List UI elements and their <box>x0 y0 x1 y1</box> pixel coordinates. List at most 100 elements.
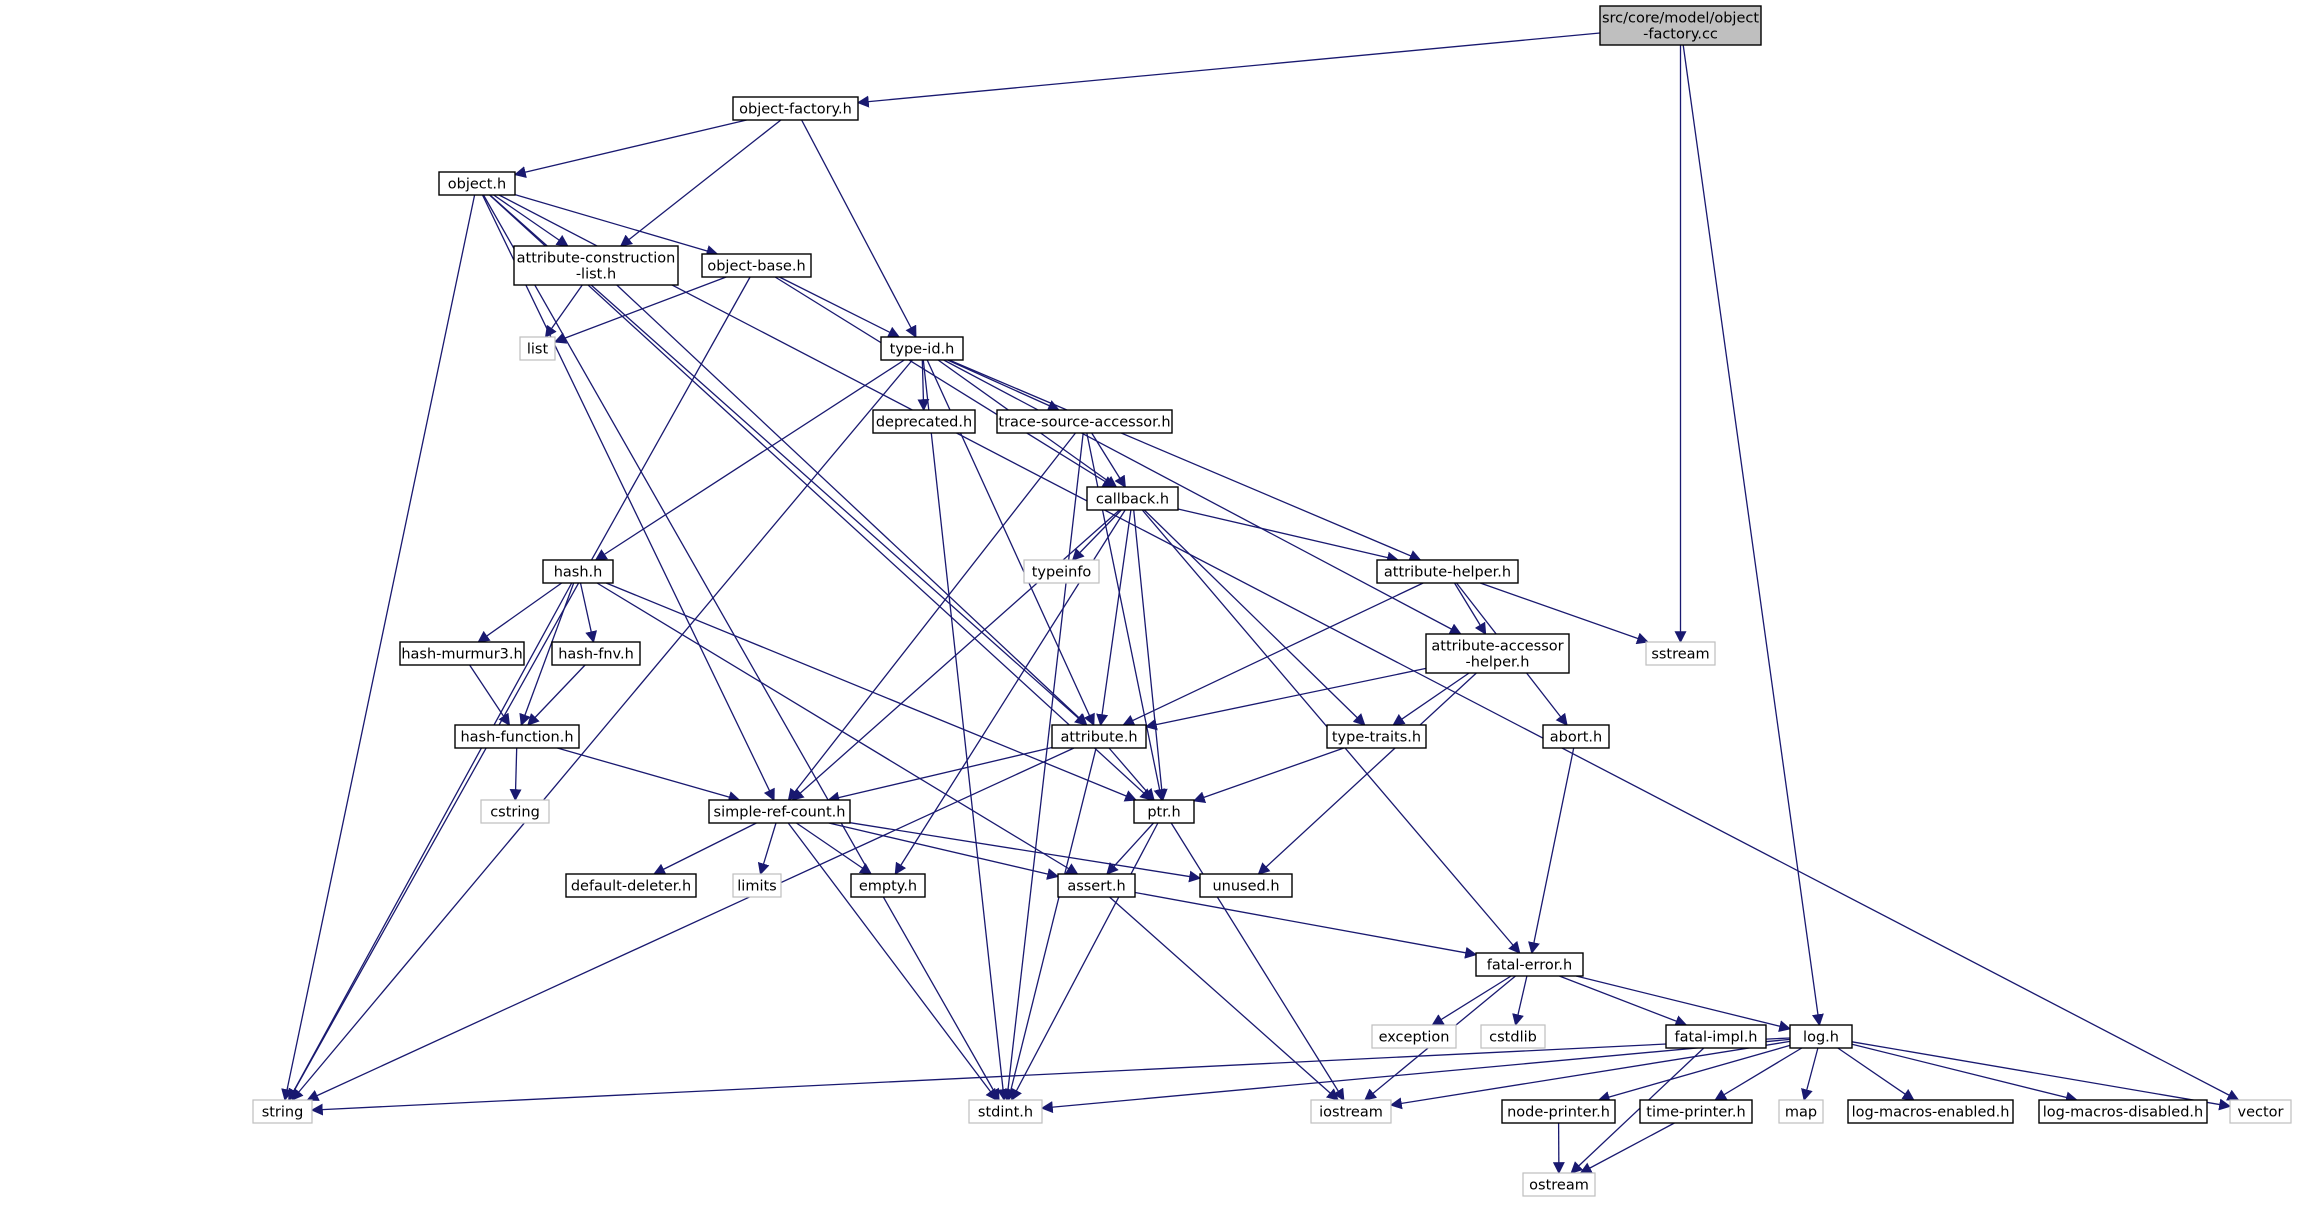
node-type-id-h[interactable]: type-id.h <box>880 336 964 361</box>
edge-log-h-to-vector <box>1851 1041 2232 1111</box>
edge-hash-h-to-assert-h <box>596 582 1079 875</box>
edge-fatal-impl-h-to-ostream <box>1570 1047 1705 1174</box>
node-attribute-construction-list-h[interactable]: attribute-construction-list.h <box>513 245 679 286</box>
edge-object-factory-h-to-object-h <box>513 119 747 178</box>
edge-hash-murmur3-h-to-hash-function-h <box>469 664 511 726</box>
node-string[interactable]: string <box>252 1099 313 1124</box>
node-hash-h[interactable]: hash.h <box>542 559 614 584</box>
node-cstdlib[interactable]: cstdlib <box>1480 1024 1546 1049</box>
edge-log-h-to-node-printer-h <box>1597 1044 1791 1103</box>
node-attribute-accessor-helper-h[interactable]: attribute-accessor-helper.h <box>1425 633 1570 674</box>
node-ptr-h[interactable]: ptr.h <box>1133 799 1195 824</box>
edge-fatal-error-h-to-fatal-impl-h <box>1559 975 1688 1027</box>
svg-text:abort.h: abort.h <box>1550 730 1602 746</box>
node-list[interactable]: list <box>519 336 556 361</box>
node-typeinfo[interactable]: typeinfo <box>1023 559 1100 584</box>
edge-attribute-h-to-stdint-h <box>1005 747 1097 1102</box>
edge-callback-h-to-typeinfo <box>1071 509 1122 561</box>
edge-object-h-to-object-base-h <box>514 193 719 257</box>
edge-attribute-accessor-helper-h-to-unused-h <box>1257 672 1477 875</box>
node-object-h[interactable]: object.h <box>438 171 516 196</box>
edge-fatal-error-h-to-log-h <box>1575 975 1792 1033</box>
svg-text:log-macros-enabled.h: log-macros-enabled.h <box>1852 1105 2010 1121</box>
edge-hash-function-h-to-cstring <box>509 747 522 802</box>
edge-attribute-h-to-simple-ref-count-h <box>827 746 1053 804</box>
edge-object-base-h-to-list <box>553 276 727 344</box>
node-sstream[interactable]: sstream <box>1645 641 1716 666</box>
node-hash-murmur3-h[interactable]: hash-murmur3.h <box>399 641 525 666</box>
edge-fatal-error-h-to-cstdlib <box>1512 975 1528 1027</box>
node-map[interactable]: map <box>1778 1099 1824 1124</box>
node-simple-ref-count-h[interactable]: simple-ref-count.h <box>708 799 851 824</box>
node-log-macros-disabled-h[interactable]: log-macros-disabled.h <box>2038 1099 2208 1124</box>
node-object-factory-cc[interactable]: src/core/model/object-factory.cc <box>1599 5 1762 46</box>
node-log-h[interactable]: log.h <box>1789 1024 1853 1049</box>
svg-text:object-base.h: object-base.h <box>707 259 805 275</box>
edge-attribute-helper-h-to-attribute-h <box>1122 582 1424 726</box>
node-stdint-h[interactable]: stdint.h <box>968 1099 1043 1124</box>
edge-abort-h-to-fatal-error-h <box>1528 747 1575 955</box>
edge-object-base-h-to-string <box>288 276 751 1102</box>
svg-text:ptr.h: ptr.h <box>1147 805 1180 821</box>
edge-fatal-error-h-to-exception <box>1431 975 1512 1026</box>
node-abort-h[interactable]: abort.h <box>1542 724 1610 749</box>
edge-object-h-to-stdint-h <box>482 194 1000 1102</box>
svg-text:vector: vector <box>2238 1105 2284 1121</box>
edge-type-id-h-to-attribute-accessor-helper-h <box>943 359 1462 635</box>
node-hash-fnv-h[interactable]: hash-fnv.h <box>551 641 641 666</box>
edge-attribute-accessor-helper-h-to-attribute-h <box>1144 667 1427 731</box>
node-trace-source-accessor-h[interactable]: trace-source-accessor.h <box>996 409 1173 434</box>
node-fatal-error-h[interactable]: fatal-error.h <box>1475 952 1584 977</box>
edge-type-id-h-to-hash-h <box>594 359 905 561</box>
node-limits[interactable]: limits <box>732 873 782 898</box>
svg-text:log.h: log.h <box>1803 1030 1839 1046</box>
svg-text:log-macros-disabled.h: log-macros-disabled.h <box>2043 1105 2203 1121</box>
node-deprecated-h[interactable]: deprecated.h <box>872 409 976 434</box>
edge-hash-h-to-hash-murmur3-h <box>477 582 563 643</box>
edge-hash-fnv-h-to-hash-function-h <box>527 664 586 726</box>
edge-log-h-to-log-macros-enabled-h <box>1837 1047 1915 1101</box>
node-node-printer-h[interactable]: node-printer.h <box>1501 1099 1616 1124</box>
svg-text:cstdlib: cstdlib <box>1489 1030 1537 1046</box>
node-attribute-h[interactable]: attribute.h <box>1051 724 1147 749</box>
edge-callback-h-to-type-traits-h <box>1143 509 1366 726</box>
edge-type-id-h-to-string <box>291 359 913 1101</box>
node-vector[interactable]: vector <box>2229 1099 2292 1124</box>
svg-text:attribute-helper.h: attribute-helper.h <box>1384 565 1511 581</box>
svg-text:limits: limits <box>737 879 776 895</box>
node-exception[interactable]: exception <box>1371 1024 1457 1049</box>
node-callback-h[interactable]: callback.h <box>1086 486 1179 511</box>
node-empty-h[interactable]: empty.h <box>850 873 926 898</box>
edge-object-factory-h-to-attribute-construction-list-h <box>619 119 782 247</box>
node-assert-h[interactable]: assert.h <box>1057 873 1136 898</box>
edge-simple-ref-count-h-to-unused-h <box>849 822 1202 883</box>
node-ostream[interactable]: ostream <box>1522 1172 1596 1197</box>
svg-text:time-printer.h: time-printer.h <box>1646 1105 1745 1121</box>
node-type-traits-h[interactable]: type-traits.h <box>1326 724 1427 749</box>
node-cstring[interactable]: cstring <box>480 799 550 824</box>
node-iostream[interactable]: iostream <box>1310 1099 1392 1124</box>
edge-callback-h-to-attribute-helper-h <box>1177 508 1400 564</box>
node-object-base-h[interactable]: object-base.h <box>701 253 812 278</box>
node-hash-function-h[interactable]: hash-function.h <box>454 724 580 749</box>
edge-object-base-h-to-type-id-h <box>779 276 901 338</box>
edge-log-h-to-log-macros-disabled-h <box>1851 1043 2078 1104</box>
node-attribute-helper-h[interactable]: attribute-helper.h <box>1376 559 1519 584</box>
node-log-macros-enabled-h[interactable]: log-macros-enabled.h <box>1847 1099 2014 1124</box>
edge-trace-source-accessor-h-to-simple-ref-count-h <box>787 432 1077 801</box>
node-unused-h[interactable]: unused.h <box>1199 873 1293 898</box>
svg-text:iostream: iostream <box>1319 1105 1383 1121</box>
edge-type-id-h-to-trace-source-accessor-h <box>947 359 1060 412</box>
edge-attribute-h-to-ptr-h <box>1108 747 1155 801</box>
node-fatal-impl-h[interactable]: fatal-impl.h <box>1665 1024 1767 1049</box>
node-object-factory-h[interactable]: object-factory.h <box>732 96 859 121</box>
svg-text:hash-fnv.h: hash-fnv.h <box>558 647 634 663</box>
edge-root-to-log-h <box>1682 44 1824 1027</box>
svg-text:fatal-error.h: fatal-error.h <box>1487 958 1572 974</box>
svg-text:deprecated.h: deprecated.h <box>876 415 972 431</box>
edge-assert-h-to-fatal-error-h <box>1134 891 1478 959</box>
node-time-printer-h[interactable]: time-printer.h <box>1639 1099 1753 1124</box>
node-default-deleter-h[interactable]: default-deleter.h <box>565 873 697 898</box>
edge-simple-ref-count-h-to-stdint-h <box>787 822 998 1101</box>
edge-root-to-object-factory-h <box>856 32 1601 108</box>
